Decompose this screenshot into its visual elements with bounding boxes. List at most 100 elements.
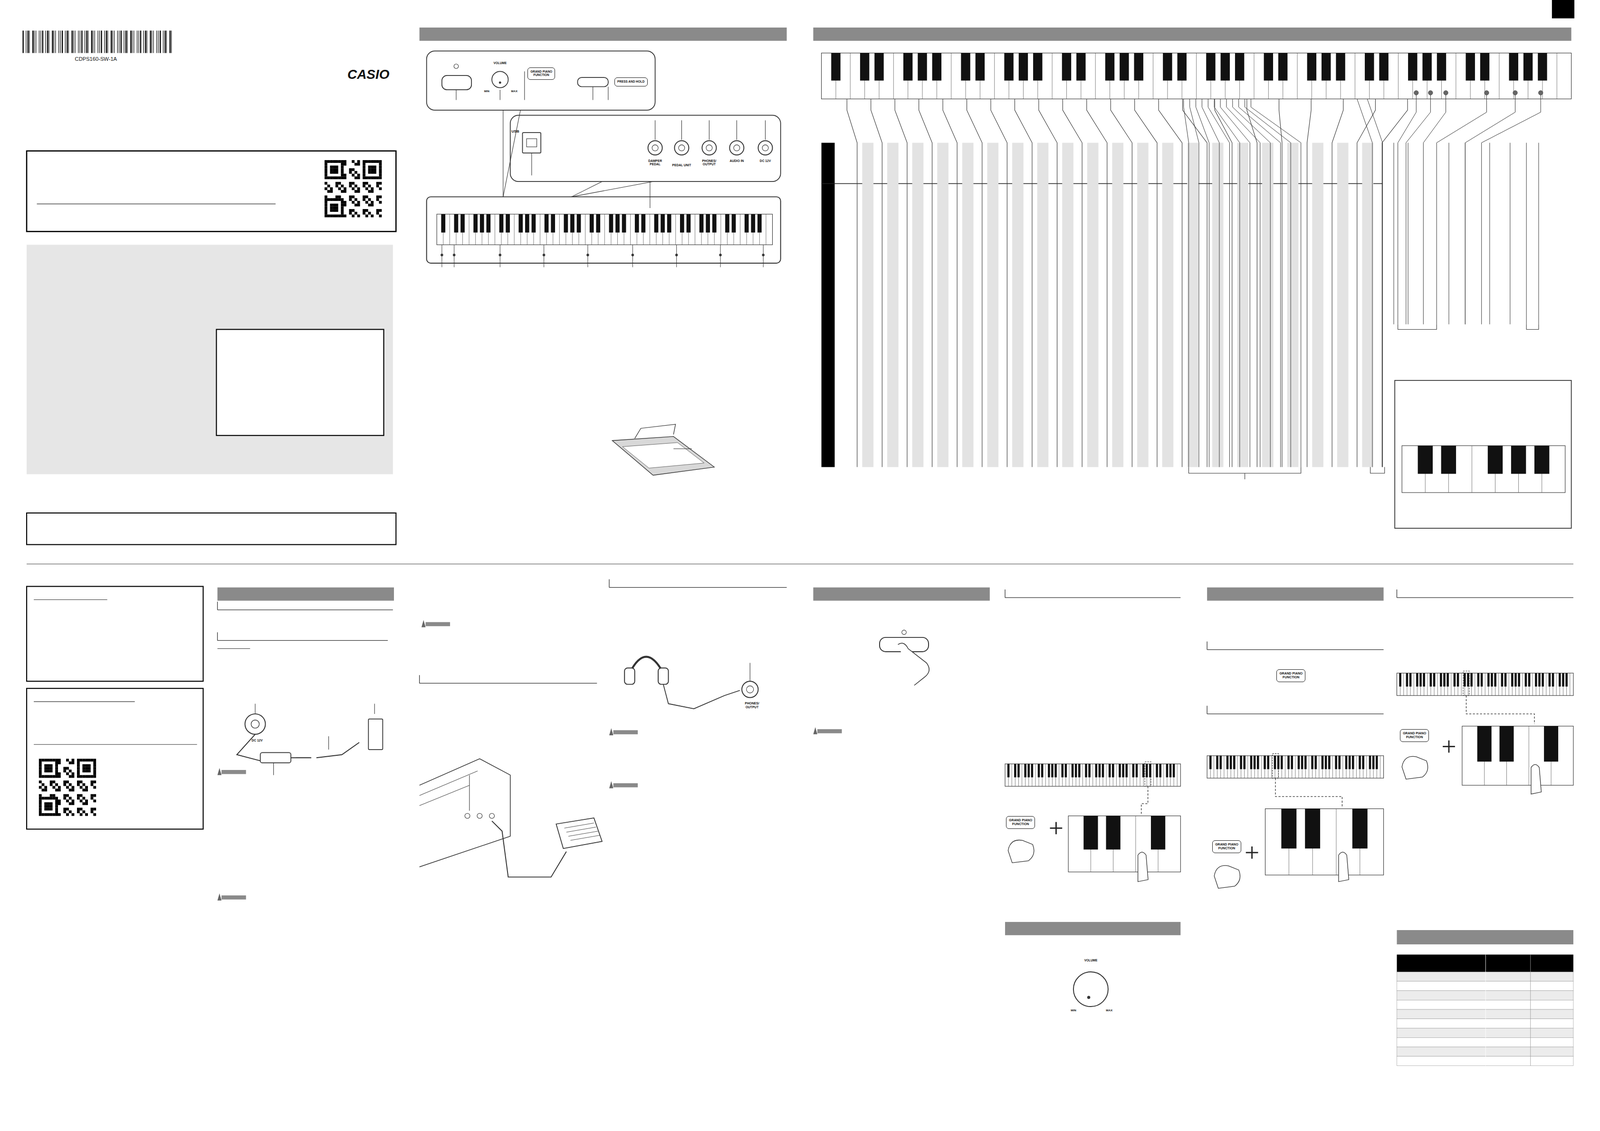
qr-module (49, 797, 53, 801)
qr-module (82, 764, 86, 768)
note-icon (221, 895, 247, 901)
black-key (1528, 673, 1531, 687)
black-key (1561, 673, 1565, 687)
black-key (479, 214, 485, 233)
rule (33, 744, 198, 746)
sub-heading-rule (1207, 641, 1208, 650)
qr-module (38, 780, 42, 784)
black-key (1429, 673, 1433, 687)
keyboard-large (821, 53, 1572, 100)
qr-module (370, 165, 374, 169)
qr-module (41, 758, 45, 762)
qr-module (76, 794, 80, 798)
sub-heading-rule (1396, 597, 1573, 598)
qr-module (63, 810, 67, 814)
white-key-edge (1116, 764, 1117, 787)
pedal-cable (491, 821, 567, 878)
barcode-bar (25, 30, 27, 53)
qr-module (79, 807, 83, 811)
qr-module (362, 184, 366, 188)
qr-module (327, 184, 331, 188)
key-dot (1428, 90, 1433, 96)
phones-jack (741, 681, 758, 698)
barcode-bar (138, 30, 139, 53)
notice-box (26, 151, 396, 232)
note-box (26, 586, 203, 682)
leader-line (1367, 98, 1383, 468)
black-key (1345, 756, 1348, 770)
black-key (1517, 673, 1521, 687)
qr-module (66, 807, 69, 811)
black-key (1074, 764, 1078, 778)
note-icon-pin (813, 727, 818, 735)
qr-module (379, 201, 383, 204)
qr-module (370, 176, 374, 180)
button: GRAND PIANOFUNCTION (1276, 669, 1306, 683)
qr-module (85, 802, 88, 806)
qr-module (52, 794, 56, 798)
table-stripe (912, 143, 924, 468)
qr-module (63, 780, 67, 784)
callout-mark (455, 89, 457, 100)
barcode-bar (81, 30, 83, 53)
qr-module (338, 176, 342, 180)
barcode-bar (40, 30, 41, 53)
qr-module (324, 195, 328, 199)
qr-module (52, 775, 56, 779)
qr-module (379, 171, 383, 174)
leader-line (1220, 98, 1250, 468)
qr-module (68, 797, 72, 801)
barcode-bar (38, 30, 40, 53)
qr-module (340, 190, 344, 193)
callout-dot (631, 253, 634, 257)
black-key (686, 214, 691, 233)
qr-module (44, 767, 48, 771)
rule (217, 648, 251, 650)
qr-module (324, 160, 328, 163)
callout-mark (681, 120, 682, 140)
note-icon (817, 729, 843, 734)
qr-module (79, 775, 83, 779)
white-key-edge (1354, 53, 1356, 100)
sub-heading-rule (1207, 713, 1384, 715)
qr-module (354, 162, 358, 166)
qr-module (340, 168, 344, 172)
button-label: GRAND PIANO (1402, 731, 1427, 736)
black-key (1280, 756, 1284, 770)
button-label: GRAND PIANO (1278, 671, 1303, 676)
qr-module (44, 758, 48, 762)
black-key (473, 214, 478, 233)
qr-module (324, 206, 328, 210)
note-icon-pin (609, 781, 614, 789)
panel-label: MAX (511, 89, 518, 94)
white-key-edge (1058, 764, 1060, 787)
white-key-edge (1297, 53, 1298, 100)
qr-module (357, 173, 361, 177)
white-key-edge (1522, 673, 1523, 696)
barcode-bar (99, 30, 100, 53)
table-stripe (1236, 143, 1249, 468)
barcode-bar (97, 30, 99, 53)
qr-module (82, 767, 86, 771)
keyboard-side (419, 758, 511, 868)
qr-module (68, 802, 72, 806)
black-key (609, 214, 614, 233)
qr-module (66, 758, 69, 762)
black-key (1076, 53, 1086, 81)
qr-module (365, 195, 369, 199)
jack-inner (762, 144, 769, 152)
leader-line (919, 98, 933, 468)
sub-heading-rule (419, 683, 598, 684)
qr-module (38, 799, 42, 803)
black-key (1159, 764, 1162, 778)
qr-module (55, 772, 58, 776)
white-key-edge (1569, 673, 1571, 696)
qr-module (324, 173, 328, 177)
barcode-bar (65, 30, 66, 53)
barcode-bar (112, 30, 113, 53)
qr-module (79, 758, 83, 762)
section-header-bar (1207, 587, 1384, 602)
black-key (1504, 673, 1507, 687)
leader-line (1134, 98, 1158, 468)
table-row (1396, 1037, 1573, 1048)
